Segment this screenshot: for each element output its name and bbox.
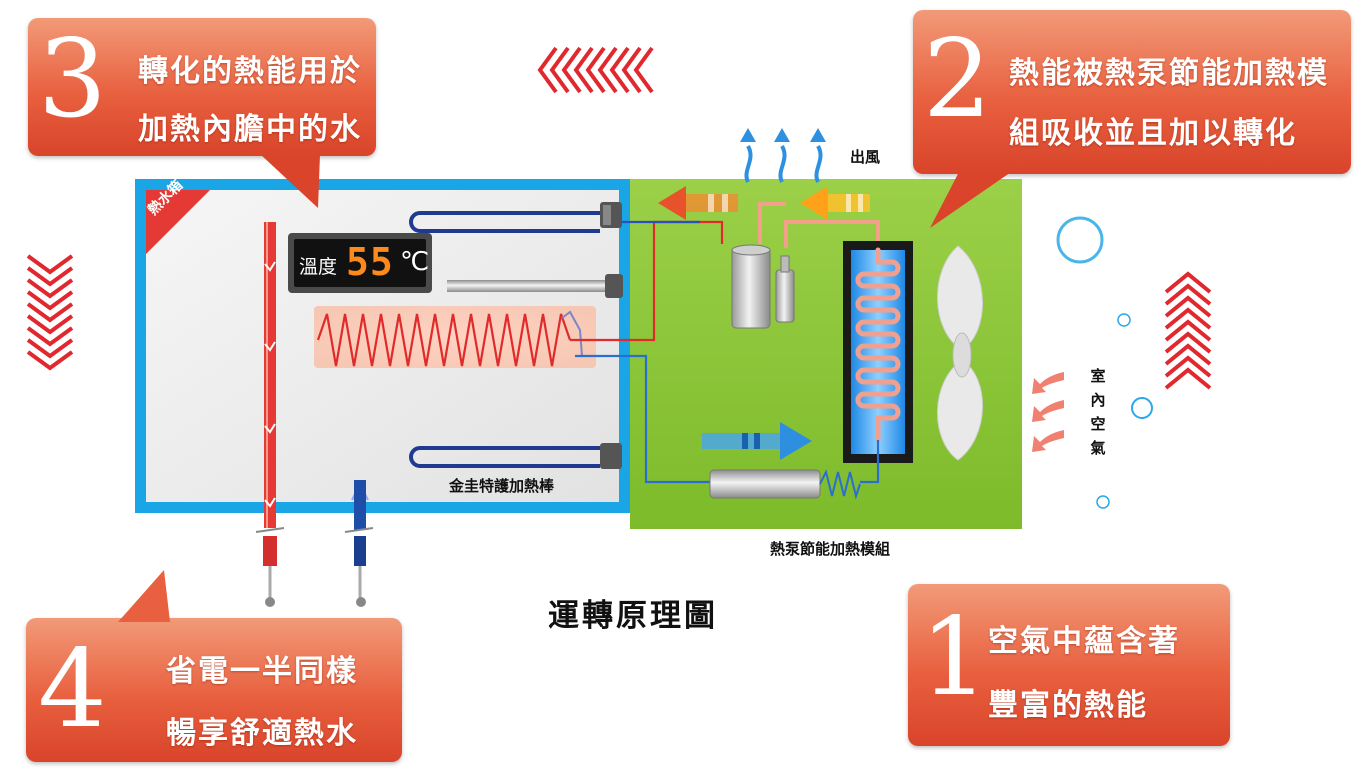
indoor-air-arrows — [1032, 372, 1064, 452]
callout-step-3-tail — [260, 154, 320, 208]
step-1-number: 1 — [920, 595, 989, 720]
lower-tube-fitting — [600, 443, 622, 469]
temperature-screen — [294, 239, 426, 287]
step-1-line-2: 豐富的熱能 — [988, 688, 1148, 723]
step-2-line-2: 組吸收並且加以轉化 — [1009, 116, 1297, 151]
heater-rod-label: 金圭特護加熱棒 — [449, 477, 555, 495]
blue-rod-flange — [344, 527, 374, 533]
step-3-number: 3 — [38, 17, 107, 142]
chevrons-up-right — [1164, 271, 1212, 390]
air-bubbles — [1056, 216, 1153, 509]
heat-pump-module-label: 熱泵節能加熱模組 — [770, 540, 891, 558]
step-4-line-2: 暢享舒適熱水 — [166, 716, 358, 751]
step-2-line-1: 熱能被熱泵節能加熱模 — [1009, 56, 1329, 91]
blue-rod-base — [354, 536, 366, 566]
hot-flow-arrow-right — [800, 186, 870, 220]
diagram-title: 運轉原理圖 — [548, 598, 718, 634]
temperature-unit: ℃ — [400, 247, 430, 277]
temperature-label: 溫度 — [299, 256, 338, 278]
step-3-line-2: 加熱內膽中的水 — [138, 112, 362, 147]
step-3-line-1: 轉化的熱能用於 — [138, 54, 362, 89]
red-rod-knob — [265, 597, 275, 607]
heating-coil — [316, 313, 572, 367]
air-out-arrows — [740, 128, 826, 183]
compressor-top — [731, 244, 771, 256]
filter-drier — [709, 469, 821, 499]
upper-tube-fitting-shine — [603, 205, 611, 225]
rod-ticks — [264, 261, 276, 508]
step-4-line-1: 省電一半同樣 — [166, 654, 358, 689]
accumulator-neck — [780, 255, 790, 273]
blue-rod — [354, 480, 366, 530]
indoor-air-label: 室內空氣 — [1090, 367, 1106, 457]
lower-u-tube — [409, 446, 600, 468]
fan — [937, 245, 983, 461]
upper-u-tube — [409, 211, 600, 233]
callout-step-4: 4 省電一半同樣 暢享舒適熱水 — [26, 618, 402, 762]
evaporator-feed-pipe — [784, 220, 880, 248]
temperature-value: 55 — [346, 240, 394, 284]
air-out-label: 出風 — [850, 148, 881, 166]
accumulator — [775, 269, 795, 323]
rod-flange — [255, 527, 285, 533]
coil-blue-return — [561, 310, 583, 357]
callout-step-2: 2 熱能被熱泵節能加熱模 組吸收並且加以轉化 — [913, 10, 1351, 174]
compressor-pipe-left — [758, 202, 786, 244]
blue-rod-knob — [356, 597, 366, 607]
sensor-tube — [447, 280, 607, 292]
evaporator-return-pipe — [860, 440, 880, 484]
chevrons-down-left — [26, 254, 74, 371]
compressor — [731, 247, 771, 329]
hot-flow-arrow-left — [658, 186, 738, 220]
step-2-number: 2 — [923, 17, 992, 142]
capillary-spring — [819, 469, 861, 500]
cold-pipe — [575, 354, 710, 484]
cold-flow-arrow — [702, 422, 812, 460]
callout-step-1: 1 空氣中蘊含著 豐富的熱能 — [908, 584, 1230, 746]
step-4-number: 4 — [38, 627, 107, 752]
chevrons-left-top — [537, 46, 654, 94]
evaporator-coil — [855, 247, 901, 443]
sensor-fitting — [605, 274, 623, 298]
callout-step-2-tail — [930, 170, 1014, 228]
step-1-line-1: 空氣中蘊含著 — [988, 624, 1180, 659]
callout-step-4-tail — [118, 570, 170, 622]
callout-step-3: 3 轉化的熱能用於 加熱內膽中的水 — [28, 18, 376, 156]
tank-corner-ribbon — [146, 190, 210, 254]
red-rod-base — [263, 536, 277, 566]
vertical-heating-rod — [264, 222, 276, 528]
